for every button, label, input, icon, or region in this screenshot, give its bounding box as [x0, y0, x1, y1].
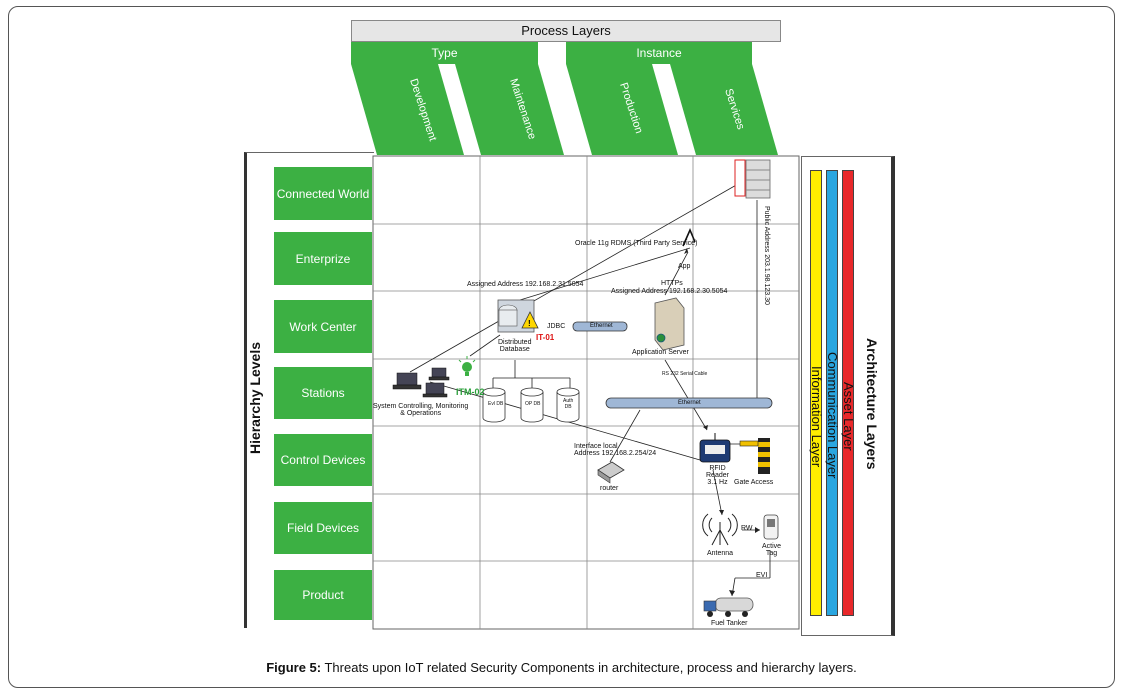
- information-layer-bar: [810, 170, 822, 616]
- connection-lines: [409, 179, 771, 597]
- distributed-database-icon: !: [497, 299, 539, 333]
- jdbc-label: JDBC: [547, 323, 566, 330]
- distributed-database-label: Distributed Database: [498, 339, 532, 353]
- https-label: HTTPs: [661, 280, 683, 287]
- grid-border: [372, 155, 800, 630]
- small-databases: [482, 387, 580, 423]
- figure-frame: [8, 6, 1115, 688]
- caption-label: Figure 5:: [266, 660, 322, 675]
- process-category-instance: Instance: [566, 42, 752, 64]
- hierarchy-enterprize: Enterprize: [274, 232, 372, 285]
- evi-label: EVI: [756, 572, 768, 579]
- arrow-heads: [684, 248, 760, 596]
- hierarchy-control-devices: Control Devices: [274, 434, 372, 486]
- app-icon: [682, 227, 696, 247]
- antenna-icon: [702, 513, 738, 546]
- lightbulb-icon: [458, 356, 476, 376]
- active-tag-icon: [763, 514, 779, 540]
- application-server-icon: [654, 297, 685, 351]
- application-server-label: Application Server: [632, 349, 689, 356]
- oracle-label: Oracle 11g RDMS (Third Party Service): [575, 240, 698, 247]
- process-item-services-shape: [670, 64, 778, 155]
- hierarchy-connected-world: Connected World: [274, 167, 372, 220]
- laptop-icons: [392, 367, 450, 398]
- ethernet-pipe-1: [572, 321, 628, 332]
- app-label: App: [678, 263, 691, 270]
- interface-local-label: Interface local Address 192.168.2.254/24: [574, 443, 657, 457]
- assigned-address-1: Assigned Address 192.168.2.31.5054: [467, 281, 584, 288]
- it01-label: IT-01: [536, 333, 555, 342]
- active-tag-label: Active Tag: [762, 543, 782, 557]
- ethernet-label-1: Ethernet: [590, 323, 613, 329]
- auth-db-label: Auth DB: [563, 398, 574, 410]
- hierarchy-work-center: Work Center: [274, 300, 372, 353]
- grid-lines: [373, 156, 799, 629]
- fuel-tanker-label: Fuel Tanker: [711, 620, 748, 627]
- communication-layer-bar: [826, 170, 838, 616]
- svg-text:!: !: [528, 319, 531, 328]
- figure-caption: Figure 5: Threats upon IoT related Secur…: [0, 660, 1123, 675]
- antenna-label: Antenna: [707, 550, 734, 557]
- fuel-tanker-icon: [703, 597, 754, 617]
- rfid-reader-label: RFID Reader 3.1 Hz: [706, 465, 729, 486]
- public-address-label: Public Address 203.1.98.123.30: [763, 206, 770, 305]
- process-item-development-shape: [351, 64, 464, 155]
- router-icon: [597, 461, 625, 484]
- hierarchy-product: Product: [274, 570, 372, 620]
- rs232-label: RS 232 Serial Cable: [662, 371, 708, 377]
- ethernet-label-2: Ethernet: [678, 400, 701, 406]
- evl-db-label: Evl DB: [488, 401, 504, 407]
- process-category-type: Type: [351, 42, 538, 64]
- router-label: router: [600, 485, 619, 492]
- itm02-label: ITM-02: [456, 387, 485, 397]
- caption-text: Threats upon IoT related Security Compon…: [321, 660, 857, 675]
- process-item-production-shape: [566, 64, 678, 155]
- assigned-address-2: Assigned Address 192.168.2.30.5054: [611, 288, 728, 295]
- rfid-reader-icon: [699, 433, 731, 463]
- gate-access-label: Gate Access: [734, 479, 774, 486]
- op-db-label: OP DB: [525, 401, 541, 407]
- ethernet-pipe-2: [605, 397, 773, 409]
- process-item-maintenance-shape: [455, 64, 564, 155]
- gate-access-icon: [739, 438, 770, 474]
- process-layers-title: Process Layers: [351, 20, 781, 42]
- rw-label: RW: [741, 525, 753, 532]
- asset-layer-bar: [842, 170, 854, 616]
- hierarchy-stations: Stations: [274, 367, 372, 419]
- system-controlling-label: System Controlling, Monitoring & Operati…: [373, 403, 469, 417]
- hierarchy-field-devices: Field Devices: [274, 502, 372, 554]
- oracle-server-icon: [734, 159, 771, 199]
